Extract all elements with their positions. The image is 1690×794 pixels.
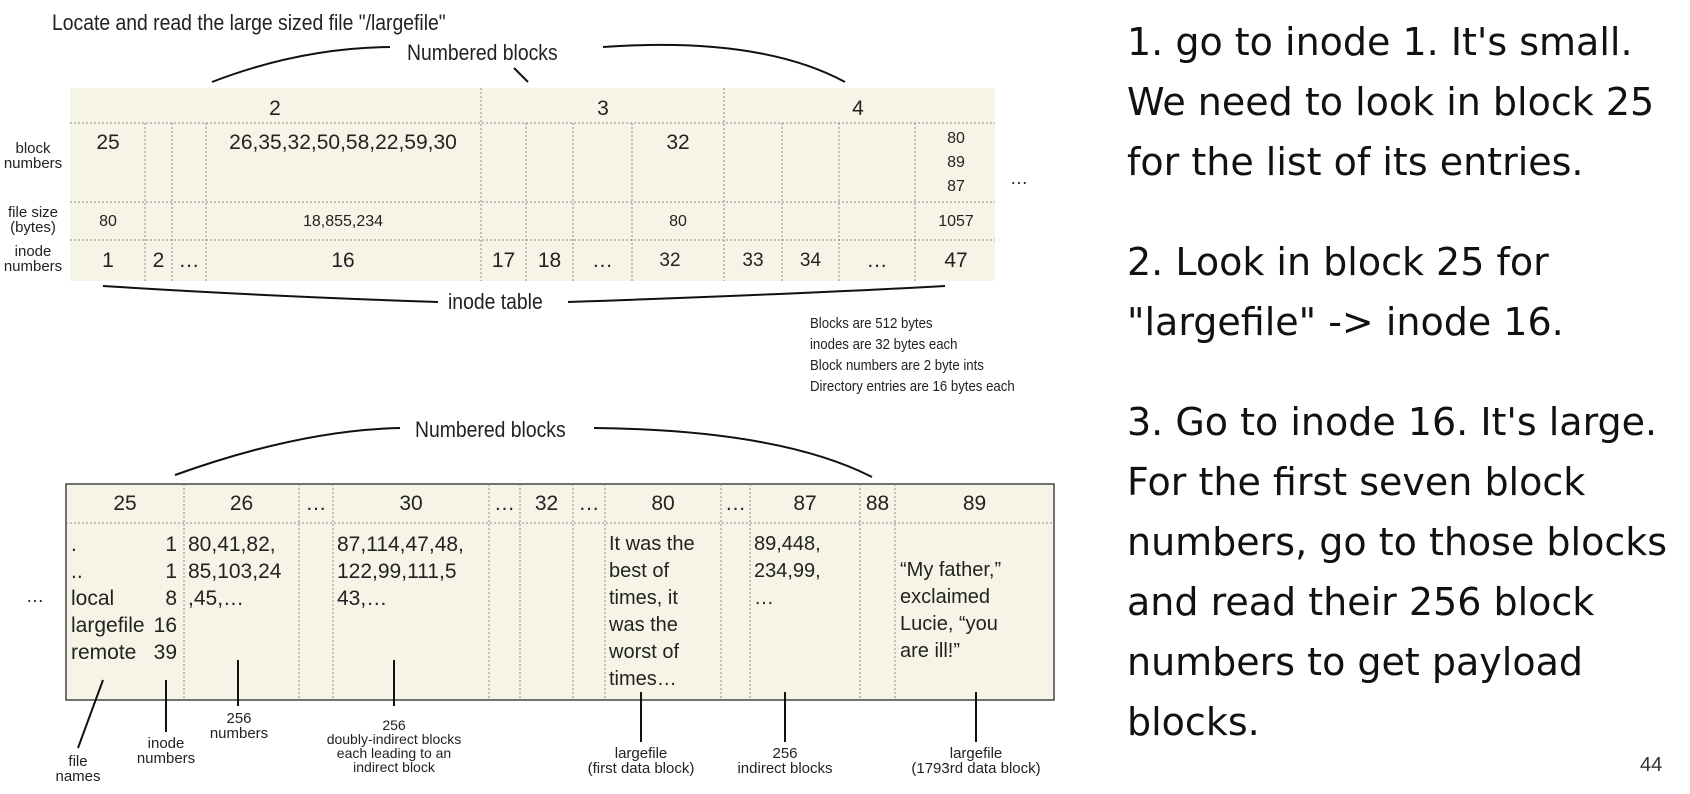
block-number-cell: 25 — [96, 131, 120, 154]
steps-panel: 1. go to inode 1. It's small. We need to… — [1127, 12, 1687, 752]
page-number: 44 — [1640, 754, 1663, 776]
file-size-cell: 18,855,234 — [302, 213, 384, 230]
step-1: 1. go to inode 1. It's small. We need to… — [1127, 20, 1655, 184]
block-header: 25 — [113, 492, 137, 515]
block-26-contents: 80,41,82,85,103,24,45,… — [188, 533, 282, 610]
bottom-numbered-blocks-brace-left — [174, 427, 401, 476]
inode-number-cell: … — [592, 249, 613, 272]
file-size-cell: 1057 — [938, 213, 974, 230]
block-number-cell: 87 — [947, 178, 965, 195]
group-header: 3 — [597, 97, 609, 120]
inode-number-cell: 47 — [944, 249, 968, 272]
inode-table-brace-right — [567, 285, 946, 303]
step-3: 3. Go to inode 16. It's large. For the f… — [1127, 400, 1668, 744]
block-header: … — [494, 492, 515, 515]
block-header: 87 — [793, 492, 817, 515]
block-header: … — [578, 492, 600, 515]
block-header: 26 — [229, 492, 254, 515]
caption-largefile-first: largefile(first data block) — [587, 745, 695, 777]
blocks-table-grid — [66, 484, 1054, 700]
step-2: 2. Look in block 25 for "largefile" -> i… — [1127, 240, 1564, 344]
size-notes: Blocks are 512 bytes inodes are 32 bytes… — [810, 315, 1015, 395]
top-trailing-ellipsis: … — [1010, 168, 1028, 188]
row-label-file-size: file size(bytes) — [7, 204, 59, 236]
numbered-blocks-pointer — [513, 67, 529, 83]
inode-number-cell: 34 — [799, 250, 822, 271]
inode-number-cell: 18 — [537, 249, 562, 272]
inode-table-brace-left — [102, 285, 439, 303]
inode-number-cell: 1 — [102, 249, 114, 272]
numbered-blocks-brace-left — [211, 46, 391, 83]
block-number-cell: 80 — [947, 130, 965, 147]
diagram-title: Locate and read the large sized file "/l… — [52, 10, 446, 35]
block-header: 80 — [651, 492, 675, 515]
directory-entry: .1 — [71, 533, 177, 556]
caption-pointers — [77, 660, 977, 749]
inode-table-background — [70, 88, 995, 281]
inode-number-cell: … — [178, 249, 200, 272]
inode-table-label: inode table — [448, 289, 543, 314]
group-header: 2 — [269, 97, 281, 120]
blocks-table-background — [65, 483, 1055, 701]
inode-number-cell: 32 — [659, 250, 681, 271]
block-header: 88 — [865, 492, 890, 515]
block-header: … — [725, 492, 746, 515]
numbered-blocks-brace-right — [602, 43, 846, 83]
inode-table-grid — [70, 88, 995, 281]
numbered-blocks-label: Numbered blocks — [407, 40, 558, 65]
inode-number-cell: … — [866, 249, 888, 272]
bottom-numbered-blocks-brace-right — [593, 427, 873, 478]
block-number-cell: 89 — [947, 154, 965, 171]
file-size-cell: 80 — [99, 213, 117, 230]
inode-number-cell: 16 — [331, 249, 355, 272]
bottom-leading-ellipsis: … — [26, 586, 44, 606]
file-size-cell: 80 — [669, 213, 687, 230]
block-number-cell: 26,35,32,50,58,22,59,30 — [229, 131, 457, 154]
inode-number-cell: 17 — [491, 249, 516, 272]
block-number-cell: 32 — [666, 131, 690, 154]
block-header: 32 — [534, 492, 559, 515]
caption-largefile-last: largefile(1793rd data block) — [911, 745, 1041, 777]
block-header: 30 — [399, 492, 423, 515]
bottom-numbered-blocks-label: Numbered blocks — [415, 417, 566, 442]
inode-number-cell: 33 — [742, 250, 764, 271]
block-header: … — [305, 492, 327, 515]
group-header: 4 — [852, 97, 864, 120]
block-87-contents: 89,448,234,99,… — [754, 533, 821, 609]
block-header: 89 — [962, 492, 987, 515]
inode-number-cell: 2 — [152, 249, 165, 272]
directory-entry: ..1 — [71, 560, 177, 583]
